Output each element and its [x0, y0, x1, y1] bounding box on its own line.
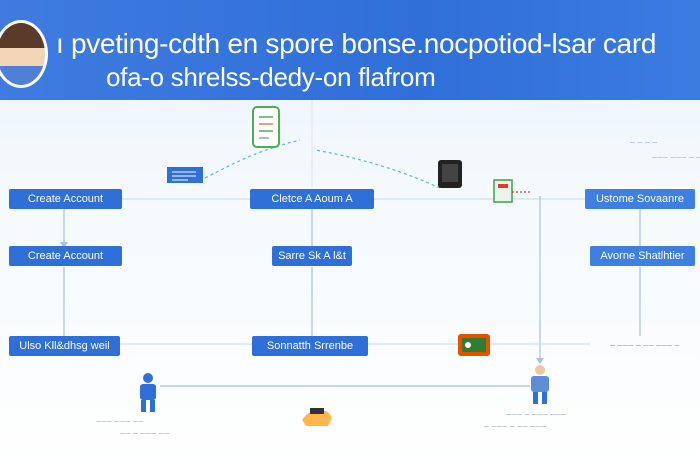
phone-list-icon [252, 106, 280, 148]
header-banner: ı pveting-cdth en spore bonse.nocpotiod-… [0, 0, 700, 100]
node-create-account-2[interactable]: Create Account [9, 246, 122, 266]
node-avorne-shatlier[interactable]: Avorne Shatlhtier [590, 246, 695, 266]
node-create-a-account[interactable]: Cletce A Aoum A [250, 189, 374, 209]
label-top-right-1: — — — — [630, 140, 658, 146]
label-bottom-right-1: ——— — ——— ——— [506, 412, 567, 418]
person-icon [140, 373, 156, 412]
label-mid-right-red: — ——— — —— ——— — [610, 343, 680, 349]
node-ulso-kit[interactable]: Ulso Kll&dhsg weil [9, 336, 120, 356]
flow-diagram: Create Account Create Account Ulso Kll&d… [0, 100, 700, 470]
wallet-icon [458, 334, 490, 356]
dashed-connector-2 [314, 149, 441, 189]
connectors [60, 100, 641, 387]
label-bottom-left-1: ——— ——— —— [96, 419, 144, 425]
label-bottom-right-2: — ——— — —— ——— [484, 424, 547, 430]
node-sarre-sr[interactable]: Sarre Sk A l&t [272, 246, 352, 266]
label-top-right-2: ——— ——— — — [652, 155, 700, 161]
node-sonatth-strenbe[interactable]: Sonnatth Srrenbe [252, 336, 368, 356]
node-ustome-sovaanre[interactable]: Ustome Sovaanre [585, 189, 695, 209]
node-create-account-1[interactable]: Create Account [9, 189, 122, 209]
tablet-icon [438, 160, 462, 188]
card-icon [167, 167, 203, 183]
document-icon [493, 179, 530, 203]
header-title-line2: ofa-o shrelss-dedy-on flafrom [106, 62, 436, 92]
support-person-icon [531, 365, 549, 404]
hands-icon [302, 408, 332, 426]
header-title-line1: ı pveting-cdth en spore bonse.nocpotiod-… [56, 28, 657, 59]
dashed-connector-1 [204, 139, 301, 179]
avatar [0, 20, 48, 88]
label-bottom-left-2: —— — ——— —— [120, 431, 170, 437]
